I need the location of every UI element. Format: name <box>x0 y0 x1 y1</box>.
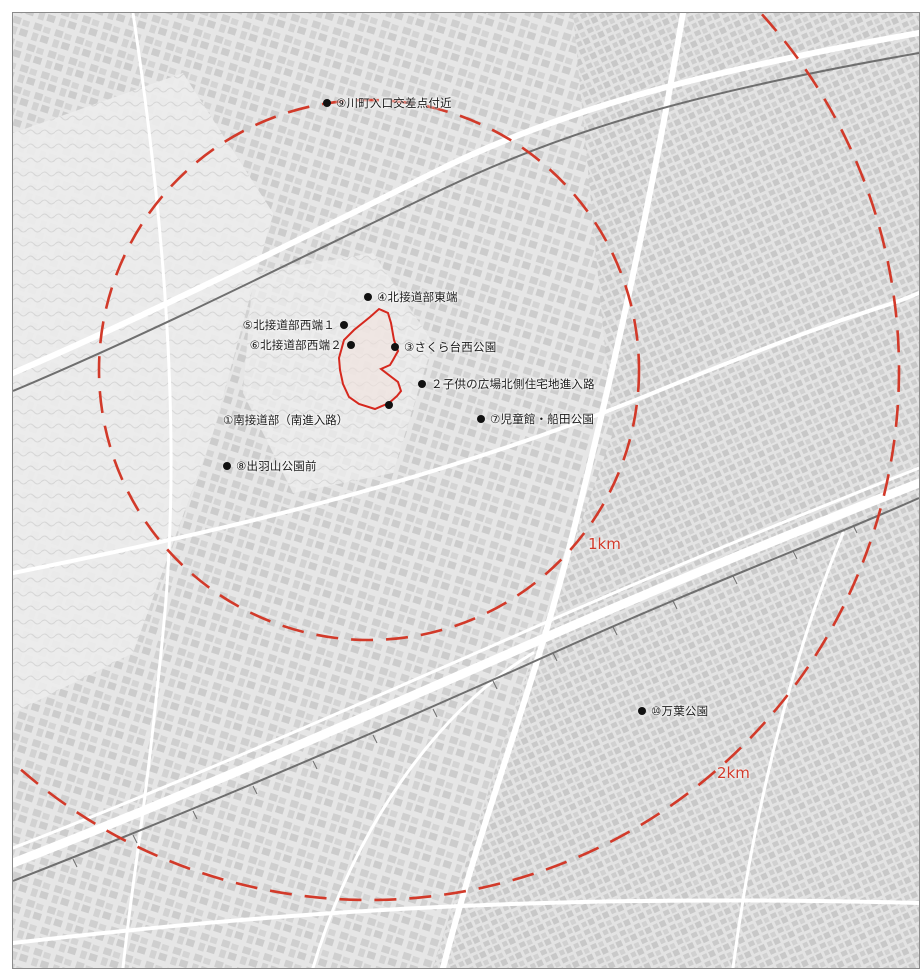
poi-1-marker[interactable] <box>385 396 398 414</box>
poi-label: ⑧出羽山公園前 <box>236 459 317 473</box>
ring-1km-label: 1km <box>588 535 621 553</box>
railways <box>13 52 919 882</box>
poi-label: ⑦児童館・船田公園 <box>490 412 595 426</box>
ring-2km-circle <box>13 13 901 902</box>
rail-ticks <box>72 524 858 868</box>
hill-area-west <box>13 73 273 713</box>
poi-label: ⑤北接道部西端１ <box>242 318 335 332</box>
poi-2-marker[interactable]: ２子供の広場北側住宅地進入路 <box>418 375 595 393</box>
map-frame[interactable]: ⑨川町入口交差点付近 ④北接道部東端 ⑤北接道部西端１ ⑥北接道部西端２ ③さく… <box>12 12 920 969</box>
poi-label: ⑩万葉公園 <box>651 704 709 718</box>
poi-label: ⑨川町入口交差点付近 <box>336 96 452 110</box>
poi-4-marker[interactable]: ④北接道部東端 <box>364 288 458 306</box>
poi-10-marker[interactable]: ⑩万葉公園 <box>638 702 708 720</box>
base-map <box>13 13 919 968</box>
marker-dot-icon <box>340 321 348 329</box>
ring-2km-label: 2km <box>717 764 750 782</box>
poi-1-label: ①南接道部（南進入路） <box>223 413 349 427</box>
ring-1km-circle <box>97 98 641 642</box>
poi-5-marker[interactable]: ⑤北接道部西端１ <box>243 316 348 334</box>
marker-dot-icon <box>391 343 399 351</box>
marker-dot-icon <box>323 99 331 107</box>
marker-dot-icon <box>347 341 355 349</box>
poi-6-marker[interactable]: ⑥北接道部西端２ <box>250 336 355 354</box>
poi-9-marker[interactable]: ⑨川町入口交差点付近 <box>323 94 452 112</box>
marker-dot-icon <box>477 415 485 423</box>
poi-label: ④北接道部東端 <box>377 290 458 304</box>
poi-label: ⑥北接道部西端２ <box>249 338 342 352</box>
roads <box>13 13 919 968</box>
marker-dot-icon <box>638 707 646 715</box>
marker-dot-icon <box>223 462 231 470</box>
poi-3-marker[interactable]: ③さくら台西公園 <box>391 338 496 356</box>
marker-dot-icon <box>364 293 372 301</box>
urban-area-east <box>433 13 919 968</box>
project-site-boundary <box>337 307 403 411</box>
poi-label: ２子供の広場北側住宅地進入路 <box>431 377 595 391</box>
marker-dot-icon <box>418 380 426 388</box>
marker-dot-icon <box>385 401 393 409</box>
poi-label: ③さくら台西公園 <box>404 340 497 354</box>
poi-7-marker[interactable]: ⑦児童館・船田公園 <box>477 410 594 428</box>
poi-8-marker[interactable]: ⑧出羽山公園前 <box>223 457 317 475</box>
